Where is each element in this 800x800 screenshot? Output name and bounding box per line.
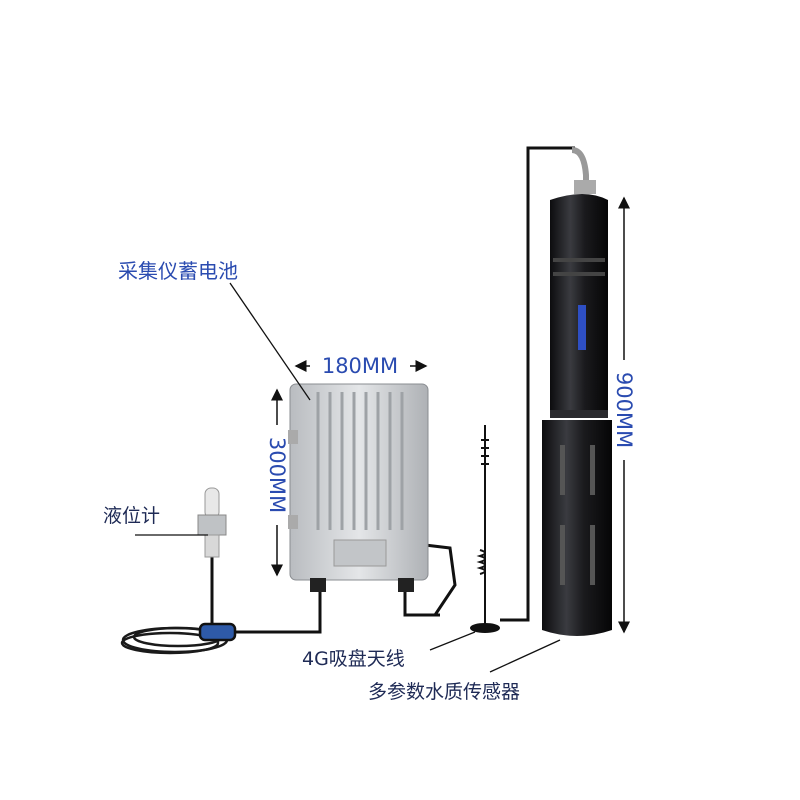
label-water-quality-sensor: 多参数水质传感器	[368, 681, 520, 703]
water-quality-sensor	[542, 147, 612, 636]
sensor-length-dimension: 900MM	[612, 372, 636, 448]
level-gauge	[197, 487, 227, 558]
width-dimension: 180MM	[322, 354, 398, 378]
leader-lines	[135, 282, 561, 673]
label-datalogger-battery: 采集仪蓄电池	[118, 259, 238, 283]
datalogger-enclosure	[288, 383, 429, 592]
antenna-4g	[470, 425, 500, 633]
cable-coil	[120, 622, 237, 655]
cables	[210, 146, 575, 634]
height-dimension: 300MM	[265, 437, 289, 513]
dimension-lines	[271, 196, 630, 634]
label-antenna: 4G吸盘天线	[302, 648, 405, 670]
label-level-gauge: 液位计	[103, 505, 160, 527]
